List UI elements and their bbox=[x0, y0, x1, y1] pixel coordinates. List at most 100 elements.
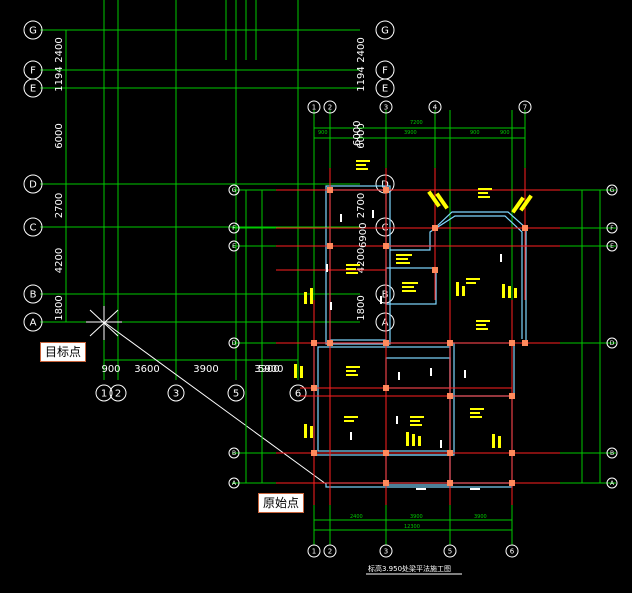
plan-bottom-axis-bubble-circle bbox=[379, 544, 393, 558]
left-row-bubble-right-circle bbox=[375, 20, 395, 40]
bottom-dimension: 2400 bbox=[350, 514, 363, 520]
structural-floor-plan: 900 3900 7200 900 900 2400 3900 3900 123… bbox=[228, 100, 618, 575]
plan-bottom-axis-bubble-circle bbox=[307, 544, 321, 558]
plan-right-axis-bubble: D bbox=[606, 337, 618, 349]
left-row-bubble-text: A bbox=[30, 318, 37, 329]
left-column-bubble: 2 bbox=[109, 384, 127, 402]
left-column-spacing: 3600 bbox=[134, 364, 159, 375]
plan-top-axis-bubble-text: 7 bbox=[523, 104, 527, 112]
left-row-bubble-right: A bbox=[375, 312, 395, 332]
plan-bottom-axis-bubble: 2 bbox=[323, 544, 337, 558]
plan-top-axis-bubble-circle bbox=[518, 100, 532, 114]
plan-bottom-axis-bubble: 1 bbox=[307, 544, 321, 558]
overlap-dimension-label: 5900 bbox=[258, 364, 283, 375]
plan-top-axis-bubble: 1 bbox=[307, 100, 321, 114]
left-column-bubble-circle bbox=[95, 384, 113, 402]
left-column-bubble-text: 2 bbox=[115, 389, 121, 400]
left-row-bubble-text: E bbox=[30, 84, 36, 95]
left-column-bubble-text: 5 bbox=[233, 389, 239, 400]
plan-left-axis-bubble: B bbox=[228, 447, 240, 459]
left-column-bubble: 6 bbox=[289, 384, 307, 402]
left-row-spacing: 1800 bbox=[54, 295, 65, 320]
plan-bottom-axis-bubble: 6 bbox=[505, 544, 519, 558]
left-row-bubble-right-text: G bbox=[381, 26, 389, 37]
plan-top-axis-bubble-text: 4 bbox=[433, 104, 438, 112]
plan-top-axis-bubble-circle bbox=[307, 100, 321, 114]
drawing-caption: 标高3.950处梁平法施工图 bbox=[368, 564, 451, 573]
plan-bottom-axis-bubble: 5 bbox=[443, 544, 457, 558]
plan-left-axis-bubble: E bbox=[228, 240, 240, 252]
plan-bottom-axis-bubble: 3 bbox=[379, 544, 393, 558]
left-row-bubble: A bbox=[23, 312, 43, 332]
plan-right-axis-bubble-text: G bbox=[610, 187, 615, 194]
plan-right-axis-bubble-circle bbox=[606, 337, 618, 349]
left-vertical-lines bbox=[103, 0, 299, 380]
plan-bottom-axis-bubble-text: 3 bbox=[384, 548, 388, 556]
reinforcement-marks bbox=[326, 210, 502, 490]
left-row-bubble: G bbox=[23, 20, 43, 40]
plan-right-axis-bubble-text: B bbox=[610, 450, 614, 457]
left-column-spacing: 3900 bbox=[193, 364, 218, 375]
left-column-spacing: 3900 bbox=[254, 364, 279, 375]
left-row-bubble-right-text: B bbox=[382, 290, 389, 301]
left-column-bubble-text: 1 bbox=[101, 389, 107, 400]
plan-left-axis-bubble-circle bbox=[228, 222, 240, 234]
plan-top-axis-bubble: 3 bbox=[379, 100, 393, 114]
left-row-spacing-right: 2400 bbox=[356, 37, 367, 62]
left-row-bubble-right-circle bbox=[375, 217, 395, 237]
left-column-bubble-text: 6 bbox=[295, 389, 301, 400]
plan-left-axis-bubble-text: E bbox=[232, 243, 236, 250]
left-column-bubble-text: 3 bbox=[173, 389, 179, 400]
left-row-bubble-circle bbox=[23, 20, 43, 40]
plan-right-axis-bubble-circle bbox=[606, 477, 618, 489]
plan-top-axis-bubble: 7 bbox=[518, 100, 532, 114]
bottom-dimension: 3900 bbox=[410, 514, 423, 520]
left-column-bubble-circle bbox=[167, 384, 185, 402]
left-row-spacing: 6000 bbox=[54, 123, 65, 148]
left-column-bubble-circle bbox=[289, 384, 307, 402]
left-row-bubble-right: B bbox=[375, 284, 395, 304]
beam-annotation-marks bbox=[294, 160, 533, 448]
left-row-spacing-right: 4200 bbox=[356, 248, 367, 273]
left-row-bubble-circle bbox=[23, 217, 43, 237]
left-row-bubble-right-circle bbox=[375, 284, 395, 304]
left-column-bubble-circle bbox=[109, 384, 127, 402]
plan-left-axis-bubble-circle bbox=[228, 337, 240, 349]
left-row-spacing: 1194 bbox=[54, 66, 65, 91]
plan-right-axis-bubble-text: E bbox=[610, 243, 614, 250]
left-row-bubble-text: B bbox=[30, 290, 37, 301]
top-dimension: 900 bbox=[500, 130, 510, 136]
bottom-dimension: 3900 bbox=[474, 514, 487, 520]
plan-bottom-axis-bubble-text: 5 bbox=[448, 548, 452, 556]
left-row-bubble-right-text: A bbox=[382, 318, 389, 329]
left-row-bubble: C bbox=[23, 217, 43, 237]
left-row-bubble-circle bbox=[23, 174, 43, 194]
plan-right-axis-bubble-circle bbox=[606, 447, 618, 459]
plan-left-axis-bubble-circle bbox=[228, 240, 240, 252]
top-dimension: 3900 bbox=[404, 130, 417, 136]
left-row-bubble-text: F bbox=[30, 66, 36, 77]
left-row-bubble-right-text: D bbox=[381, 180, 389, 191]
plan-right-axis-bubble: F bbox=[606, 222, 618, 234]
plan-top-axis-bubble-text: 1 bbox=[312, 104, 316, 112]
top-dimension: 7200 bbox=[410, 120, 423, 126]
left-row-spacing-right: 1800 bbox=[356, 295, 367, 320]
target-point-label: 目标点 bbox=[40, 342, 87, 362]
plan-right-axis-bubble: G bbox=[606, 184, 618, 196]
left-row-spacing-right: 2700 bbox=[356, 193, 367, 218]
left-row-bubble-right-text: F bbox=[382, 66, 388, 77]
left-row-bubble: E bbox=[23, 78, 43, 98]
origin-point-label: 原始点 bbox=[258, 493, 305, 513]
left-dimension-lines bbox=[65, 30, 298, 361]
top-dimension: 900 bbox=[470, 130, 480, 136]
left-row-bubble-text: C bbox=[30, 223, 37, 234]
overlap-dimension-label: 6900 bbox=[358, 223, 369, 248]
left-row-bubble-right-circle bbox=[375, 78, 395, 98]
left-row-bubble-circle bbox=[23, 312, 43, 332]
plan-left-axis-bubble: A bbox=[228, 477, 240, 489]
